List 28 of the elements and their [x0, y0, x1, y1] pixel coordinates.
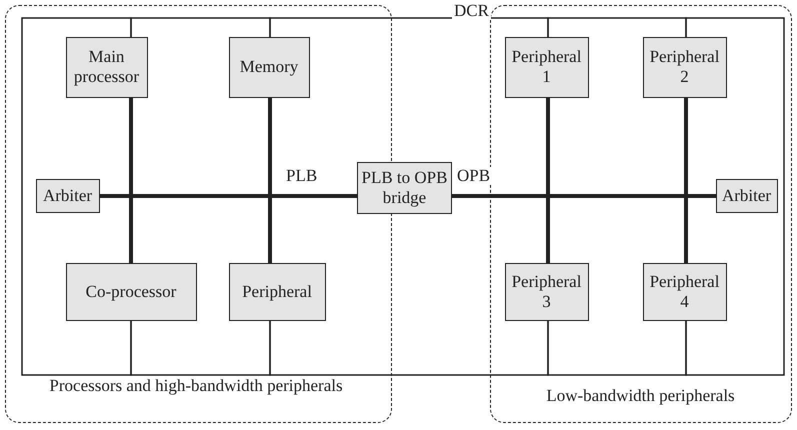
- connector-line: [547, 321, 687, 376]
- component-box: Peripheral: [228, 262, 326, 320]
- component-box: PLB to OPB bridge: [357, 162, 452, 214]
- group-heading: Processors and high-bandwidth peripherals: [48, 375, 344, 397]
- component-box: Main processor: [66, 36, 148, 98]
- group-frame: [490, 5, 792, 423]
- bus-line: [129, 98, 133, 263]
- connector-line: [130, 321, 271, 376]
- connector-line: [269, 321, 549, 376]
- bus-label: DCR: [452, 2, 491, 20]
- component-box: Memory: [228, 36, 310, 98]
- bus-line: [452, 194, 716, 198]
- component-box: Peripheral 1: [504, 36, 588, 98]
- bus-line: [268, 98, 272, 263]
- bus-line: [684, 98, 688, 263]
- component-box: Co-processor: [66, 262, 196, 320]
- group-heading: Low-bandwidth peripherals: [545, 385, 736, 407]
- component-box: Peripheral 3: [504, 262, 588, 320]
- component-box: Arbiter: [716, 178, 778, 212]
- connector-line: [21, 17, 132, 376]
- bus-label: OPB: [455, 167, 492, 185]
- connector-line: [547, 17, 687, 37]
- connector-line: [685, 17, 785, 376]
- component-box: Peripheral 4: [642, 262, 726, 320]
- component-box: Peripheral 2: [642, 36, 726, 98]
- bus-line: [100, 194, 357, 198]
- component-box: Arbiter: [36, 178, 100, 212]
- bus-line: [546, 98, 550, 263]
